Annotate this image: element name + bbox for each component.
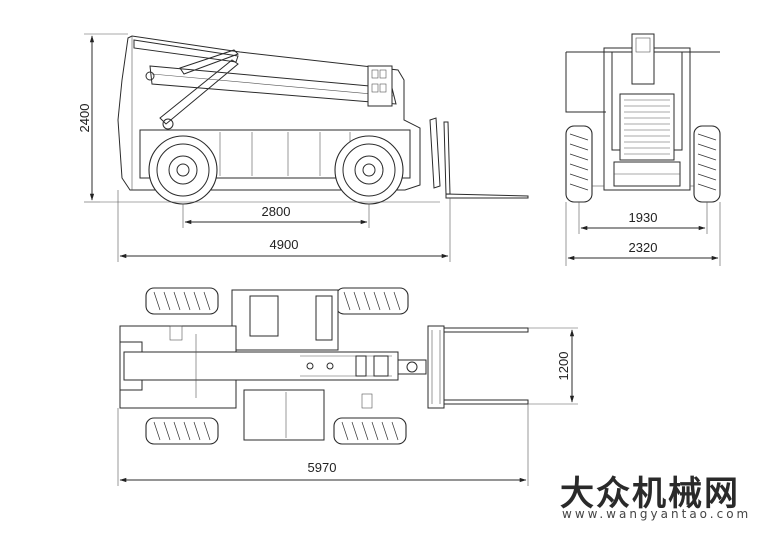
top-tire-rear-left [145, 287, 219, 315]
fork-tine-lower [443, 399, 529, 405]
top-tire-front-left [335, 287, 409, 315]
front-right-tire [693, 125, 721, 203]
front-left-tire [565, 125, 593, 203]
side-view: 2400 2800 4900 [77, 33, 529, 262]
top-tire-rear-right [145, 417, 219, 445]
top-tire-front-right [333, 417, 407, 445]
dim-wheelbase: 2800 [262, 204, 291, 219]
dim-length-top: 5970 [308, 460, 337, 475]
front-wheel [148, 135, 218, 205]
dim-length-side: 4900 [270, 237, 299, 252]
watermark-brand: 大众机械网 [560, 474, 740, 514]
dim-track-front: 1930 [629, 210, 658, 225]
boom-top [123, 351, 399, 381]
dim-width-front: 2320 [629, 240, 658, 255]
fork-tine [445, 193, 529, 199]
dim-fork-width: 1200 [556, 352, 571, 381]
dim-height-side: 2400 [77, 104, 92, 133]
top-view: 1200 5970 [117, 287, 578, 486]
fork-tine-upper [443, 327, 529, 333]
front-view: 1930 2320 [565, 33, 721, 266]
rear-wheel [334, 135, 404, 205]
watermark-url: www.wangyantao.com [562, 507, 752, 521]
